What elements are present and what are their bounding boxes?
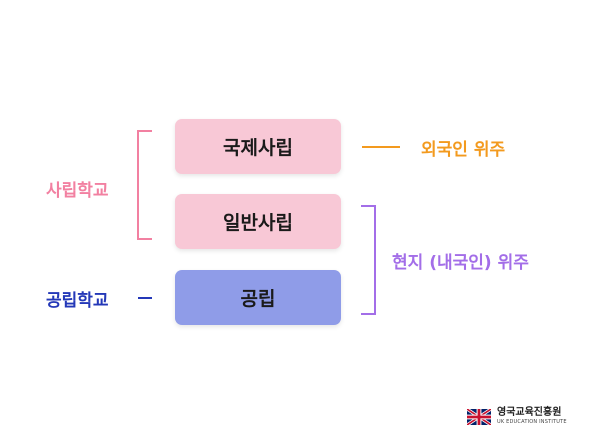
private-school-label: 사립학교 (46, 181, 109, 201)
local-focus-bracket (361, 205, 376, 315)
foreigner-connector (362, 146, 400, 148)
public-school-connector (138, 297, 152, 299)
international-private-label: 국제사립 (223, 137, 293, 159)
logo-subtitle: UK EDUCATION INSTITUTE (497, 419, 567, 425)
general-private-label: 일반사립 (223, 212, 293, 234)
union-jack-icon (467, 408, 491, 425)
international-private-box: 국제사립 (175, 119, 341, 174)
uk-education-logo: 영국교육진흥원 UK EDUCATION INSTITUTE (467, 408, 567, 425)
private-school-bracket (137, 130, 152, 240)
general-private-box: 일반사립 (175, 194, 341, 249)
public-label: 공립 (240, 288, 276, 310)
logo-name: 영국교육진흥원 (497, 407, 562, 418)
foreigner-focus-label: 외국인 위주 (421, 140, 506, 160)
public-school-label: 공립학교 (46, 291, 109, 311)
local-focus-label: 현지 (내국인) 위주 (392, 253, 529, 273)
public-box: 공립 (175, 270, 341, 325)
